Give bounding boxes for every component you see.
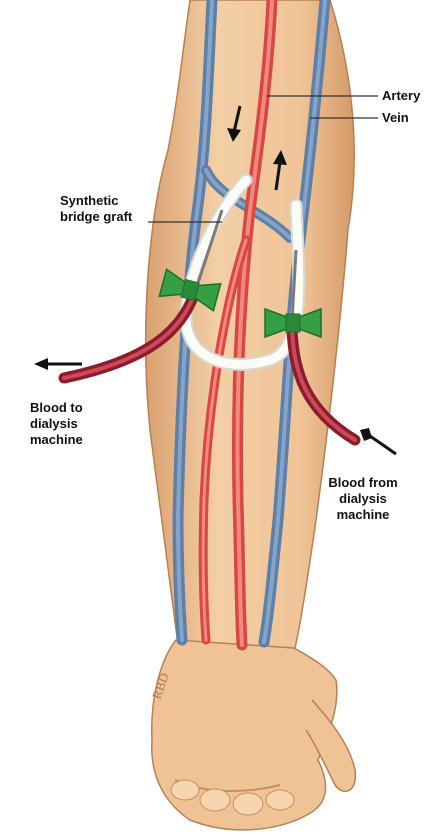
knuckle bbox=[171, 780, 199, 800]
knuckle bbox=[233, 793, 263, 815]
arrow-left-icon bbox=[34, 358, 82, 370]
label-artery: Artery bbox=[382, 88, 420, 104]
label-blood-to-machine: Blood to dialysis machine bbox=[30, 400, 83, 448]
label-vein: Vein bbox=[382, 110, 409, 126]
label-blood-from-machine: Blood from dialysis machine bbox=[318, 475, 408, 523]
arrow-up-left-icon bbox=[360, 428, 396, 454]
label-synthetic-graft: Synthetic bridge graft bbox=[60, 193, 132, 225]
knuckle bbox=[200, 789, 230, 811]
knuckle bbox=[266, 790, 294, 810]
